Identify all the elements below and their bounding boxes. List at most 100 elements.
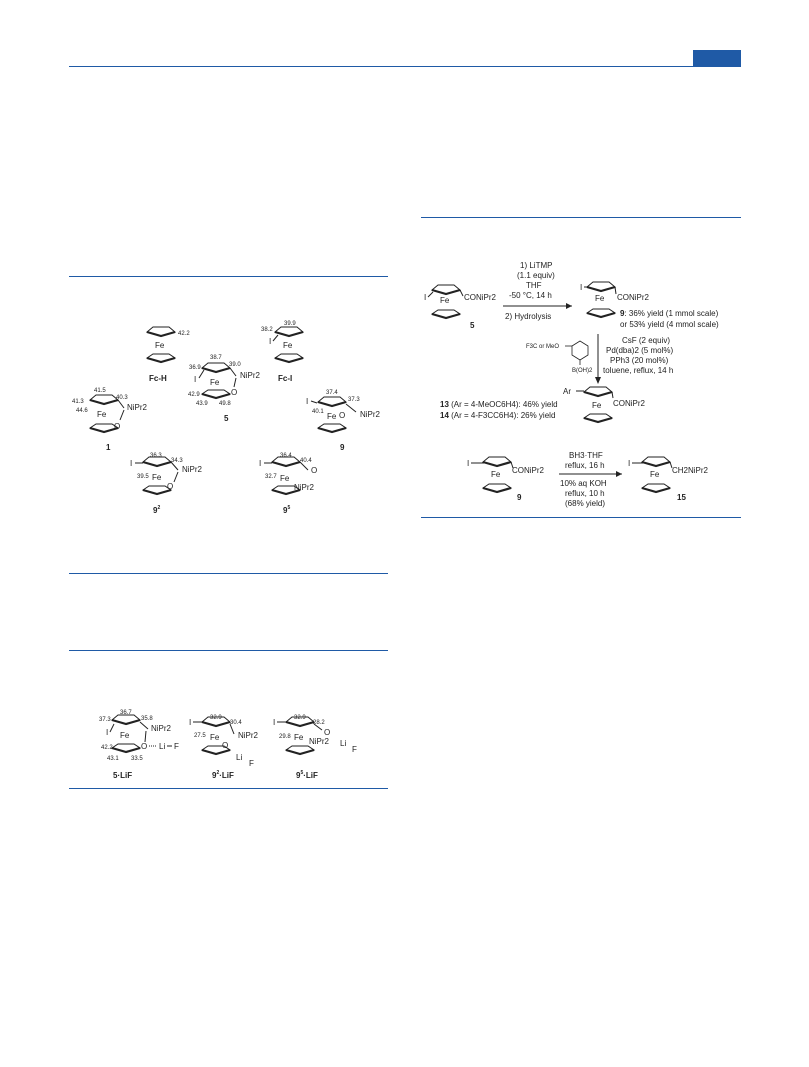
shift-92-a: 36.3 <box>150 453 162 459</box>
shift-5lif-c: 35.8 <box>141 716 153 722</box>
step1-line: 2) Hydrolysis <box>505 312 551 321</box>
amide-label: NiPr2 <box>151 724 172 733</box>
compound-label-5: 5 <box>470 321 475 330</box>
shift-5-c: 39.0 <box>229 362 241 368</box>
left-figure1-bottom-rule <box>69 573 388 574</box>
iron-label: Fe <box>210 378 220 387</box>
compound-1: 41.5 40.3 41.3 44.6 NiPr2 Fe O 1 <box>72 388 148 452</box>
aryl-label: Ar <box>563 387 571 396</box>
shift-5-e: 43.9 <box>196 401 208 407</box>
header-tab <box>693 50 741 66</box>
compound-label-15: 15 <box>677 493 686 502</box>
shift-fci-2: 39.9 <box>284 321 296 327</box>
fluorine-label: F <box>352 745 357 754</box>
step3-line: reflux, 10 h <box>565 489 605 498</box>
iron-label: Fe <box>120 731 130 740</box>
compound-label-9-5: 95 <box>283 505 290 515</box>
step2-line: CsF (2 equiv) <box>622 336 670 345</box>
shift-fci-1: 38.2 <box>261 327 273 333</box>
shift-95lif-b: 28.2 <box>313 720 325 726</box>
scheme-compound-9-b: I Fe CONiPr2 9 <box>467 455 545 502</box>
shift-92lif-b: 30.4 <box>230 720 242 726</box>
compound-label-1: 1 <box>106 443 111 452</box>
compound-label-fci: Fc-I <box>278 374 292 383</box>
iron-label: Fe <box>595 294 605 303</box>
iron-label: Fe <box>283 341 293 350</box>
amine-label: CH2NiPr2 <box>672 466 709 475</box>
right-scheme-bottom-rule <box>421 517 741 518</box>
amide-label: CONiPr2 <box>613 399 646 408</box>
iron-label: Fe <box>97 410 107 419</box>
shift-92lif-a: 32.9 <box>210 715 222 721</box>
scheme-compound-aryl: Ar Fe CONiPr2 <box>563 385 646 424</box>
step2-conditions: CsF (2 equiv) Pd(dba)2 (5 mol%) PPh3 (20… <box>603 336 673 375</box>
shift-5lif-d: 42.2 <box>101 745 113 751</box>
iodine-label: I <box>306 397 308 406</box>
step2-line: PPh3 (20 mol%) <box>610 356 669 365</box>
iodine-label: I <box>628 459 630 468</box>
boronic-acid: F3C or MeO B(OH)2 <box>526 340 593 374</box>
compound-9: 37.4 37.3 I 40.1 Fe O NiPr2 9 <box>306 390 381 452</box>
compound-label-5: 5 <box>224 414 229 423</box>
step3-line: (68% yield) <box>565 499 605 508</box>
left-figure2-top-rule <box>69 650 388 651</box>
compound-9-5: 36.4 40.4 I O 32.7 Fe NiPr2 95 <box>259 453 317 515</box>
oxygen-label: O <box>141 742 147 751</box>
shift-5-b: 36.9 <box>189 365 201 371</box>
amide-label: NiPr2 <box>294 483 315 492</box>
lithium-label: Li <box>340 739 346 748</box>
shift-1-d: 44.6 <box>76 408 88 414</box>
amide-label: CONiPr2 <box>512 466 545 475</box>
iodine-label: I <box>106 728 108 737</box>
oxygen-label: O <box>167 482 173 491</box>
amide-label: NiPr2 <box>240 371 261 380</box>
shift-1-c: 41.3 <box>72 399 84 405</box>
shift-5lif-e: 43.1 <box>107 756 119 762</box>
step3-line: reflux, 16 h <box>565 461 605 470</box>
compound-label-9: 9 <box>517 493 522 502</box>
iron-label: Fe <box>650 470 660 479</box>
amide-label: CONiPr2 <box>617 293 650 302</box>
oxygen-label: O <box>231 388 237 397</box>
shift-95lif-c: 29.8 <box>279 734 291 740</box>
lithium-label: Li <box>159 742 165 751</box>
shift-5-a: 38.7 <box>210 355 222 361</box>
step1-conditions: 1) LiTMP (1.1 equiv) THF -50 °C, 14 h 2)… <box>503 261 572 321</box>
iodine-label: I <box>580 283 582 292</box>
amide-label: NiPr2 <box>360 410 381 419</box>
svg-text:13 (Ar = 4-MeOC6H4): 46% yield: 13 (Ar = 4-MeOC6H4): 46% yield <box>440 400 558 409</box>
shift-1-a: 41.5 <box>94 388 106 394</box>
compound-9-2: 36.3 34.3 I NiPr2 39.5 Fe O 92 <box>130 453 203 515</box>
iron-label: Fe <box>152 473 162 482</box>
iodine-label: I <box>424 293 426 302</box>
shift-5-f: 49.8 <box>219 401 231 407</box>
step1-line: (1.1 equiv) <box>517 271 555 280</box>
oxygen-label: O <box>339 411 345 420</box>
scheme-compound-5: I Fe CONiPr2 5 <box>424 283 497 330</box>
iron-label: Fe <box>280 474 290 483</box>
compound-9-5-lif: 32.9 28.2 I O Li F 29.8 Fe NiPr2 95·LiF <box>273 715 357 780</box>
shift-5lif-f: 33.5 <box>131 756 143 762</box>
amide-label: NiPr2 <box>127 403 148 412</box>
iron-label: Fe <box>294 733 304 742</box>
header-rule <box>69 66 741 67</box>
compound-label-9-2-lif: 92·LiF <box>212 770 234 780</box>
compound-label-5-lif: 5·LiF <box>113 771 132 780</box>
compound-label-9-5-lif: 95·LiF <box>296 770 318 780</box>
amide-label: NiPr2 <box>182 465 203 474</box>
iodine-label: I <box>130 459 132 468</box>
oxygen-label: O <box>324 728 330 737</box>
oxygen-label: O <box>114 422 120 431</box>
step1-line: THF <box>526 281 542 290</box>
iodine-label: I <box>467 459 469 468</box>
shift-1-b: 40.3 <box>116 395 128 401</box>
shift-5lif-b: 37.3 <box>99 717 111 723</box>
iron-label: Fe <box>491 470 501 479</box>
iodine-label: I <box>273 718 275 727</box>
shift-9-c: 40.1 <box>312 409 324 415</box>
oxygen-label: O <box>222 741 228 750</box>
compound-label-9: 9 <box>340 443 345 452</box>
compound-label-9-2: 92 <box>153 505 160 515</box>
fluorine-label: F <box>249 759 254 768</box>
